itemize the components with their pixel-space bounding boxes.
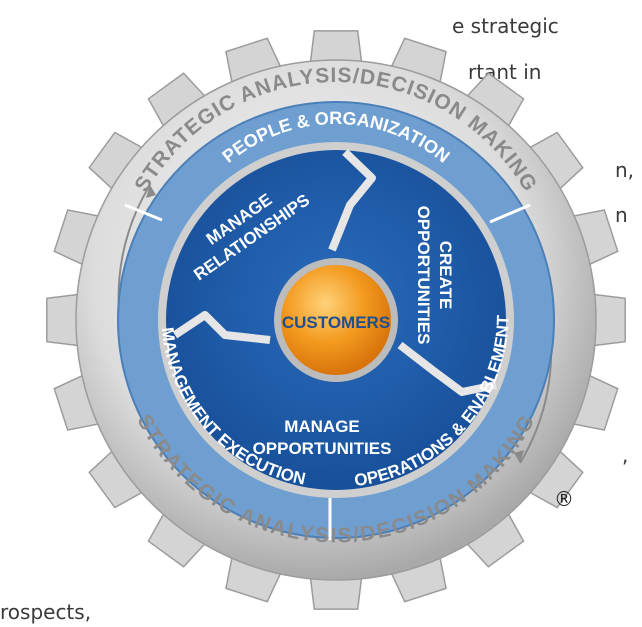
- ring-arrow-head-left: [146, 185, 156, 198]
- background-text-line-5: ,: [622, 443, 629, 467]
- background-text-line-4: n: [615, 203, 628, 227]
- segment-right-line-2: OPPORTUNITIES: [414, 206, 433, 345]
- segment-create-opportunities: CREATE OPPORTUNITIES: [414, 206, 455, 345]
- chevron-arrow-left: [172, 311, 271, 344]
- ring-arrow-head-right: [514, 450, 524, 463]
- chevron-arrow-top: [328, 149, 376, 252]
- center-label: CUSTOMERS: [282, 313, 390, 332]
- band-separator-3: [124, 203, 163, 222]
- segment-right-line-1: CREATE: [436, 241, 455, 310]
- background-text-line-6: rospects,: [0, 600, 92, 624]
- center-circle: [281, 265, 391, 375]
- registered-trademark: ®: [554, 487, 574, 511]
- band-separator-1: [489, 203, 531, 224]
- segment-manage-opportunities: MANAGE OPPORTUNITIES: [253, 417, 392, 458]
- background-text-line-3: n,: [615, 158, 635, 182]
- chevron-arrow-right: [397, 341, 497, 396]
- segment-bottom-line-1: MANAGE: [284, 417, 360, 436]
- segment-bottom-line-2: OPPORTUNITIES: [253, 439, 392, 458]
- background-text-line-1: e strategic: [452, 14, 559, 38]
